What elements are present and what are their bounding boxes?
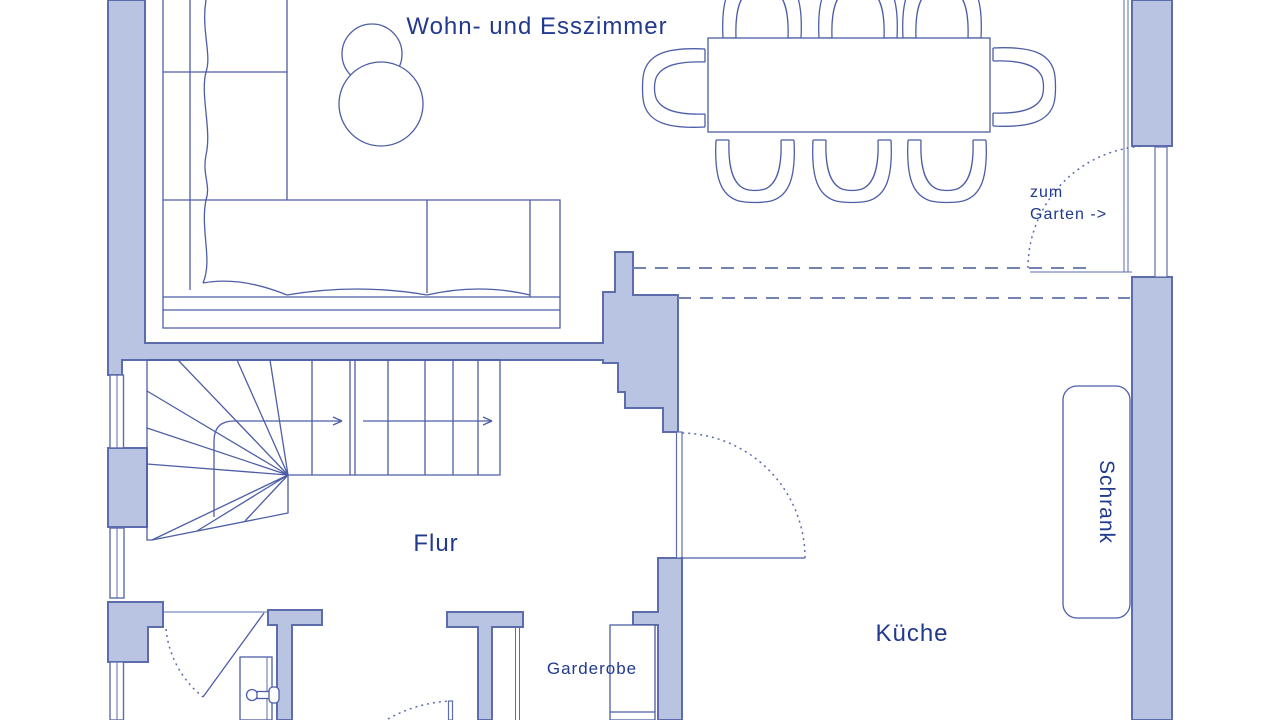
side-tables bbox=[338, 23, 424, 147]
wc-door bbox=[163, 611, 268, 698]
stair-direction-arrow bbox=[213, 416, 493, 517]
label-to-garden-line2: Garten -> bbox=[1030, 206, 1107, 223]
label-living-dining: Wohn- und Esszimmer bbox=[406, 13, 667, 40]
label-to-garden-line1: zum bbox=[1030, 184, 1063, 201]
dining-table bbox=[707, 37, 991, 133]
dining-chair bbox=[818, 0, 898, 39]
dining-chair bbox=[812, 139, 892, 204]
glass-front bbox=[1123, 0, 1129, 272]
dining-chair bbox=[907, 139, 987, 204]
window bbox=[109, 661, 125, 720]
garden-door bbox=[1027, 145, 1168, 278]
right-wall-top bbox=[1131, 0, 1173, 147]
label-cabinet: Schrank bbox=[1095, 460, 1118, 544]
label-wardrobe: Garderobe bbox=[547, 659, 637, 678]
window bbox=[109, 374, 125, 449]
corner-sofa bbox=[162, 0, 561, 329]
window bbox=[109, 527, 125, 599]
kitchen-door bbox=[675, 431, 806, 559]
dining-set bbox=[641, 0, 1057, 204]
hall-kitchen-wall bbox=[632, 557, 683, 720]
dining-chair bbox=[992, 47, 1057, 127]
dining-chair bbox=[641, 48, 706, 128]
bottom-wall-left bbox=[267, 609, 323, 720]
right-wall-bottom bbox=[1131, 276, 1173, 720]
label-to-garden: zum Garten -> bbox=[1030, 184, 1107, 223]
dining-chair bbox=[902, 0, 982, 39]
wc-tap bbox=[245, 686, 280, 704]
dining-chair bbox=[722, 0, 802, 39]
stair-winder-treads bbox=[146, 359, 289, 541]
door-reveal-lines bbox=[515, 627, 520, 720]
ceiling-edge-dashed-lines bbox=[633, 267, 1130, 299]
wc-fixtures bbox=[239, 656, 280, 720]
left-wall-pier bbox=[107, 447, 148, 528]
bottom-wall-right bbox=[446, 611, 524, 720]
room-labels: Wohn- und Esszimmer Flur Küche Garderobe… bbox=[406, 13, 1118, 678]
garderobe-cabinet bbox=[609, 624, 656, 720]
walls bbox=[107, 0, 1173, 720]
bottom-door bbox=[387, 700, 454, 720]
dining-chair bbox=[715, 139, 795, 204]
schrank-cabinet bbox=[1062, 385, 1131, 619]
label-hall: Flur bbox=[413, 530, 458, 557]
windows bbox=[109, 0, 1129, 720]
label-kitchen: Küche bbox=[875, 620, 948, 647]
staircase bbox=[146, 359, 501, 541]
left-wall-block bbox=[107, 601, 164, 663]
